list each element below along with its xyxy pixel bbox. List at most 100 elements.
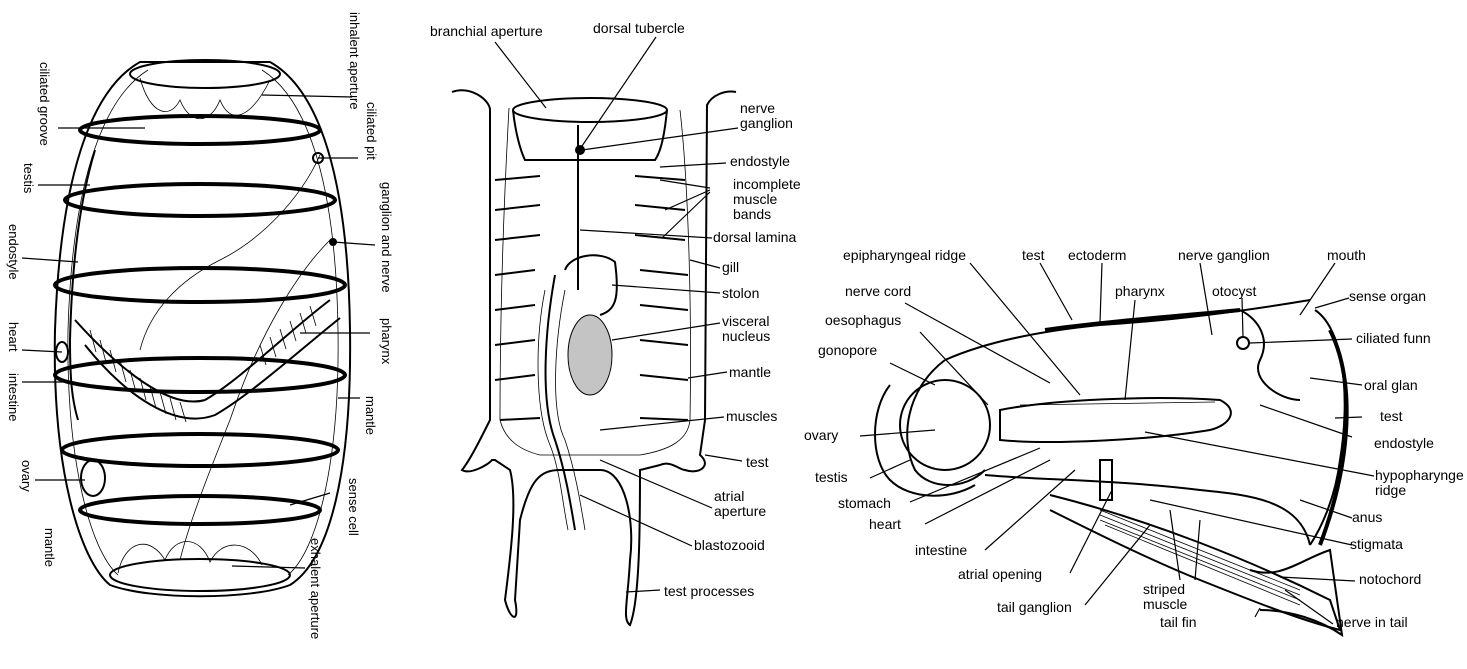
label-dorsal-tubercle: dorsal tubercle	[593, 20, 685, 36]
label-sense-organ: sense organ	[1349, 288, 1426, 304]
label-oiko-ovary: ovary	[804, 427, 838, 443]
label-oiko-heart: heart	[869, 516, 901, 532]
muscle-band-5	[60, 432, 340, 468]
label-notochord: notochord	[1359, 571, 1421, 587]
label-line: incomplete	[733, 176, 801, 192]
label-oiko-intestine: intestine	[915, 542, 967, 558]
label-line: hypopharynge	[1375, 467, 1464, 483]
label-heart: heart	[6, 322, 21, 352]
label-test-processes: test processes	[664, 583, 754, 599]
oiko-ovary	[899, 379, 991, 471]
label-salp-test: test	[746, 454, 769, 470]
label-line: atrial	[714, 488, 744, 504]
doliolid-nerves	[139, 154, 331, 561]
muscle-band-6	[78, 494, 322, 526]
doliolid-endostyle	[68, 149, 96, 421]
label-inhalent-aperture: inhalent aperture	[347, 12, 362, 110]
label-nerve-in-tail: nerve in tail	[1336, 614, 1408, 630]
label-otocyst: otocyst	[1212, 283, 1256, 299]
label-line: bands	[733, 206, 771, 222]
label-mantle-left: mantle	[42, 528, 57, 567]
doliolid-leaders	[21, 94, 376, 569]
label-sense-cell: sense cell	[346, 478, 361, 536]
label-stigmata: stigmata	[1350, 536, 1403, 552]
doliolid-inner-outline-left	[67, 69, 149, 576]
label-anus: anus	[1352, 509, 1382, 525]
label-tail-fin: tail fin	[1160, 614, 1197, 630]
label-oesophagus: oesophagus	[825, 312, 901, 328]
doliolid-inner-outline-right	[261, 69, 339, 576]
inhalent-aperture-rim	[129, 59, 281, 89]
branchial-aperture-rim	[512, 97, 668, 123]
oiko-lower-body	[984, 474, 1311, 546]
label-line: muscle	[733, 191, 778, 207]
oiko-tail-striations	[1099, 509, 1301, 606]
label-ciliated-groove: ciliated groove	[37, 62, 52, 146]
label-stomach: stomach	[838, 495, 891, 511]
salp-muscle-bands-left	[494, 175, 541, 421]
label-stolon: stolon	[722, 285, 759, 301]
label-line: ganglion	[740, 115, 793, 131]
label-line: aperture	[714, 503, 766, 519]
label-intestine: intestine	[6, 373, 21, 421]
exhalent-aperture-rim	[109, 558, 291, 592]
label-testis: testis	[21, 163, 36, 194]
exhalent-lobes	[117, 541, 263, 574]
label-endostyle: endostyle	[6, 224, 21, 280]
nerve-ganglion-mark	[575, 145, 585, 155]
label-ciliated-pit: ciliated pit	[364, 102, 379, 160]
label-mantle-right: mantle	[363, 396, 378, 435]
doliolid-pharynx-lower	[84, 317, 341, 420]
salp-leaders	[494, 36, 743, 593]
label-line: nucleus	[722, 328, 770, 344]
blastozooid-chain	[544, 274, 576, 531]
salp-muscle-bands-right	[634, 175, 689, 421]
label-ganglion-and-nerve: ganglion and nerve	[379, 182, 394, 293]
label-ectoderm: ectoderm	[1068, 247, 1126, 263]
label-ciliated-funnel: ciliated funn	[1356, 330, 1431, 346]
label-oiko-nerve-ganglion: nerve ganglion	[1178, 247, 1270, 263]
branchial-aperture-body	[512, 109, 668, 161]
label-branchial-aperture: branchial aperture	[430, 23, 543, 39]
label-line: ridge	[1375, 482, 1406, 498]
oiko-epipharyngeal-ridge	[1019, 401, 1216, 406]
salp-mantle-outline	[499, 107, 691, 456]
label-oiko-testis: testis	[815, 469, 848, 485]
salp-drawing	[451, 89, 737, 627]
oiko-pharynx	[999, 397, 1232, 443]
oiko-test-top	[944, 299, 1311, 361]
oiko-otocyst	[1236, 336, 1250, 350]
muscle-band-2	[63, 182, 337, 218]
oiko-mouth	[1239, 309, 1301, 401]
label-exhalent-aperture: exhalent aperture	[308, 538, 323, 639]
doliolid-test-outline	[53, 61, 352, 598]
doliolid-drawing	[53, 59, 352, 598]
label-dorsal-lamina: dorsal lamina	[713, 229, 796, 245]
label-line: nerve	[740, 100, 775, 116]
doliolid-ovary	[80, 459, 106, 497]
label-blastozooid: blastozooid	[694, 537, 765, 553]
label-test-top: test	[1022, 247, 1045, 263]
label-salp-mantle: mantle	[729, 364, 771, 380]
pharynx-stripes	[89, 305, 317, 423]
label-oiko-pharynx: pharynx	[1115, 283, 1165, 299]
label-salp-endostyle: endostyle	[730, 153, 790, 169]
oiko-ectoderm-band	[1044, 308, 1241, 332]
muscle-band-3	[53, 266, 347, 304]
oiko-tail-base	[1049, 494, 1342, 632]
label-line: striped	[1143, 581, 1185, 597]
label-tail-ganglion: tail ganglion	[997, 599, 1072, 615]
salp-gill	[564, 254, 618, 316]
inhalent-lobes	[139, 77, 271, 119]
label-atrial-opening: atrial opening	[958, 566, 1042, 582]
appendicularian-drawing	[874, 299, 1349, 638]
oiko-stigma	[1099, 459, 1113, 501]
blastozooid-chain-edge	[537, 289, 586, 531]
